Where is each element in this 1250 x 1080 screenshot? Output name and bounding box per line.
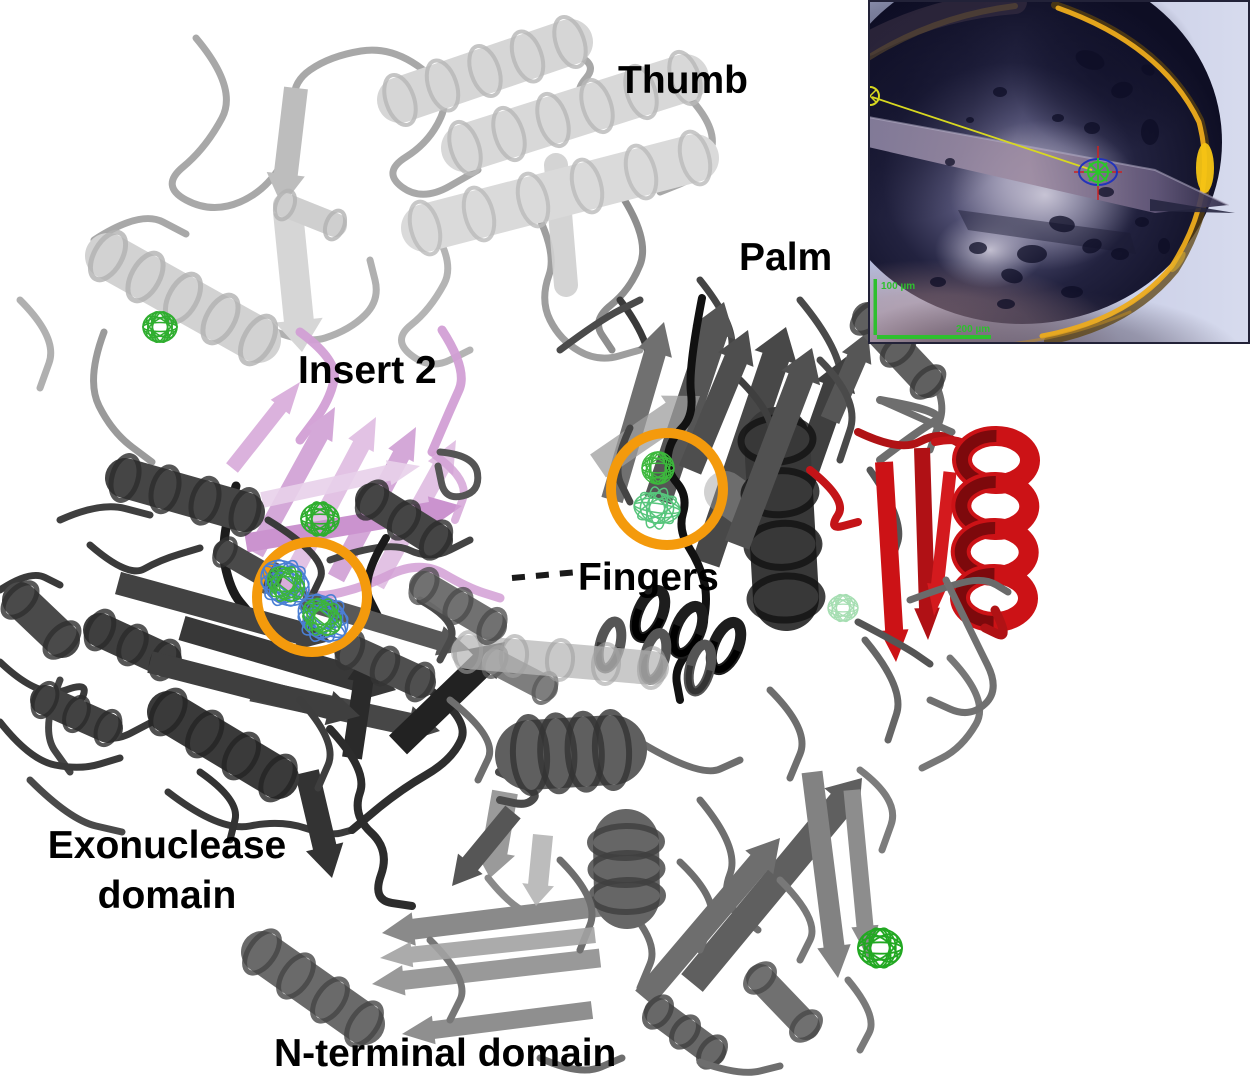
svg-text:Fingers: Fingers xyxy=(578,556,719,599)
svg-text:N-terminal domain: N-terminal domain xyxy=(274,1032,616,1075)
svg-text:Insert 2: Insert 2 xyxy=(298,349,437,392)
svg-text:Palm: Palm xyxy=(739,236,832,279)
svg-text:Exonuclease: Exonuclease xyxy=(48,824,286,867)
svg-text:domain: domain xyxy=(98,874,237,917)
svg-text:Thumb: Thumb xyxy=(618,59,748,102)
svg-text:100 µm: 100 µm xyxy=(881,281,915,292)
svg-text:200 µm: 200 µm xyxy=(956,324,990,335)
